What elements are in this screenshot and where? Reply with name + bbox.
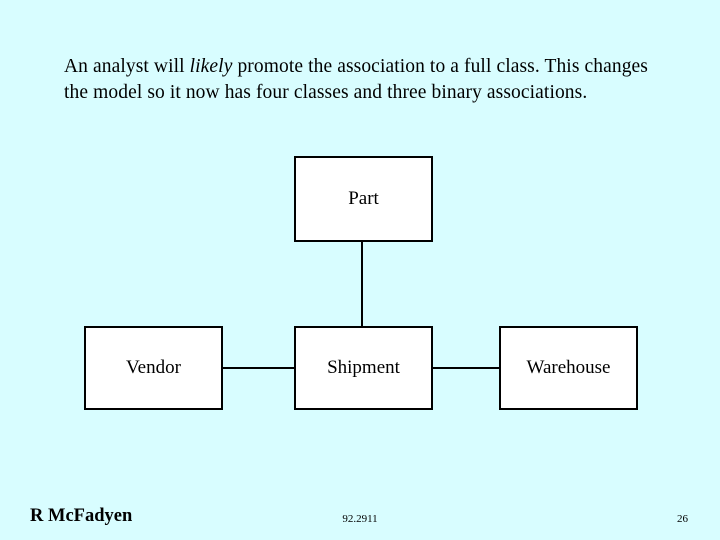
footer-page-number: 26 xyxy=(677,513,688,525)
class-box-part-label: Part xyxy=(348,188,379,209)
class-box-part[interactable]: Part xyxy=(294,156,433,242)
class-box-warehouse-label: Warehouse xyxy=(526,357,611,378)
slide-body-text: An analyst will likely promote the assoc… xyxy=(64,54,664,106)
class-box-shipment[interactable]: Shipment xyxy=(294,326,433,410)
body-text-segment-2: promote the association to a full class.… xyxy=(64,56,648,103)
class-box-vendor[interactable]: Vendor xyxy=(84,326,223,410)
footer-author: R McFadyen xyxy=(30,506,133,526)
association-line-part-shipment xyxy=(361,241,363,327)
association-line-shipment-warehouse xyxy=(432,367,500,369)
body-text-emphasis: likely xyxy=(189,56,233,77)
class-box-warehouse[interactable]: Warehouse xyxy=(499,326,638,410)
association-line-vendor-shipment xyxy=(222,367,295,369)
class-box-vendor-label: Vendor xyxy=(126,357,181,378)
body-text-segment-1: An analyst will xyxy=(64,56,190,77)
footer-course-code: 92.2911 xyxy=(342,513,378,525)
class-box-shipment-label: Shipment xyxy=(327,357,400,378)
